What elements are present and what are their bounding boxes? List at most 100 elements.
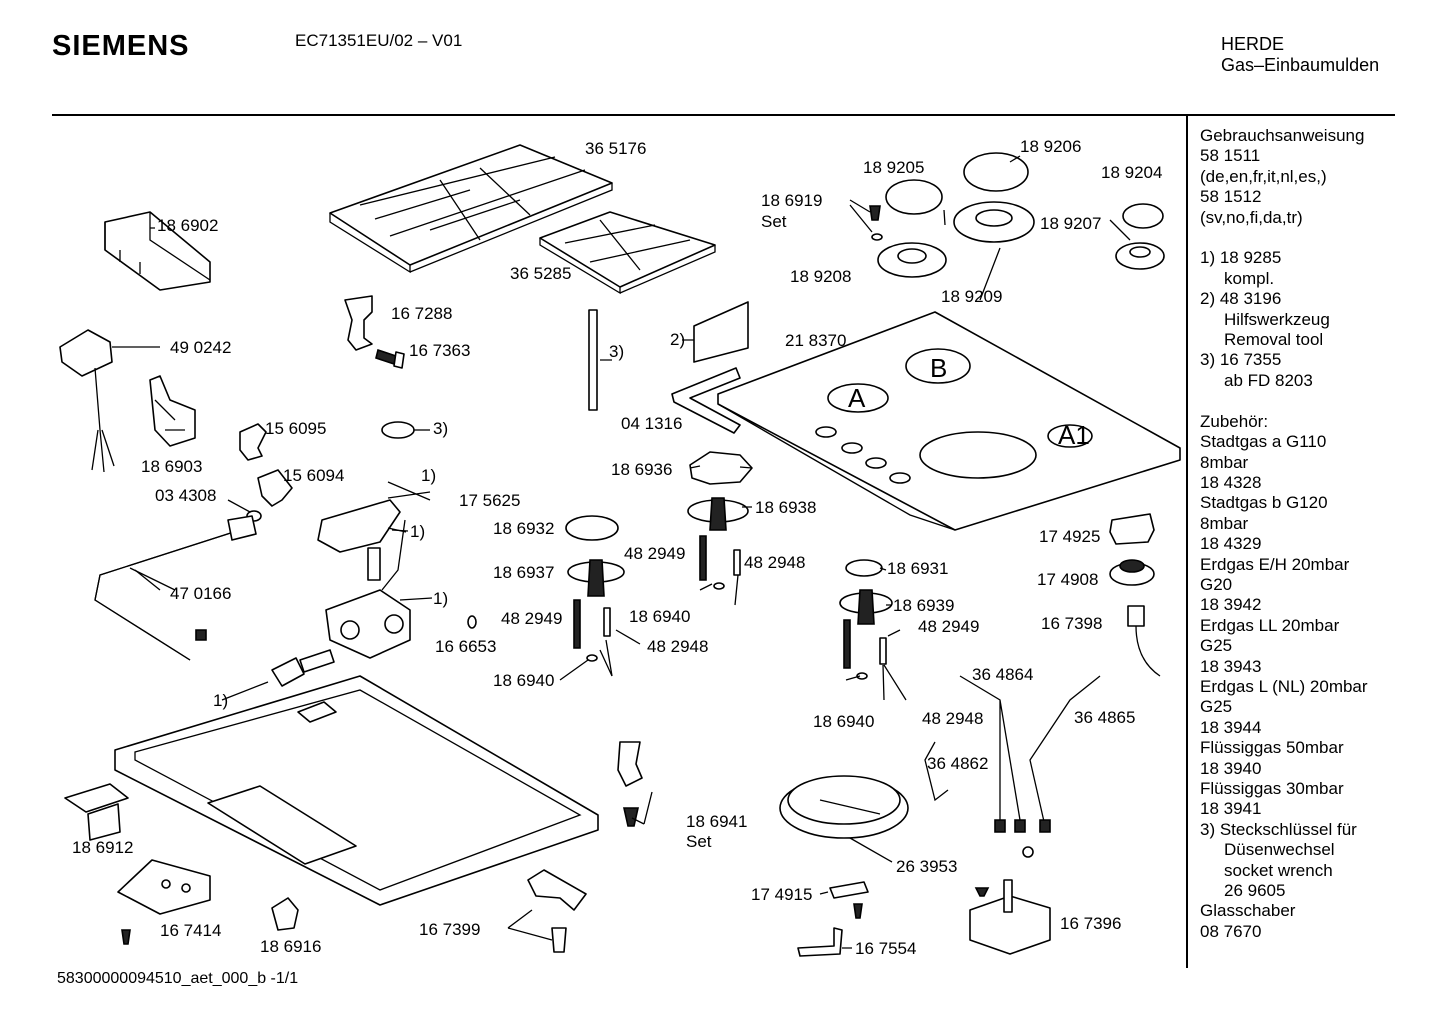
part-label-p189206: 18 9206 (1020, 137, 1081, 156)
sidebar-line: Erdgas E/H 20mbar (1200, 554, 1350, 574)
base-tray (114, 675, 599, 906)
part-label-p189209: 18 9209 (941, 287, 1002, 306)
gas-pipe (94, 515, 257, 661)
part-label-p482948a: 48 2948 (744, 553, 805, 572)
sidebar-line: ab FD 8203 (1224, 370, 1313, 390)
pan-support-large (329, 144, 613, 274)
edge-strip (671, 367, 741, 434)
clip-186916 (271, 897, 299, 931)
part-label-p186939: 18 6939 (893, 596, 954, 615)
bracket-174915 (829, 881, 869, 919)
part-label-p218370: 21 8370 (785, 331, 846, 350)
part-label-p167363: 16 7363 (409, 341, 470, 360)
part-label-p189205: 18 9205 (863, 158, 924, 177)
sidebar-line: 18 3940 (1200, 758, 1262, 778)
part-label-p034308: 03 4308 (155, 486, 216, 505)
nozzle-fitting (271, 649, 335, 687)
screw (375, 348, 405, 369)
ignition-electrodes (573, 535, 887, 701)
part-label-p1c: 1) (433, 589, 448, 608)
part-label-p186937: 18 6937 (493, 563, 554, 582)
rod (588, 309, 598, 411)
mounting-bracket-167414 (117, 859, 211, 945)
part-label-p167288: 16 7288 (391, 304, 452, 323)
sidebar-line: 2) 48 3196 (1200, 289, 1282, 309)
sidebar-line: Erdgas L (NL) 20mbar (1200, 676, 1368, 696)
burner-assembly-2 (687, 497, 749, 531)
part-label-pset2: Set (686, 832, 712, 851)
ignition-cables (924, 675, 1101, 833)
sidebar-line: 58 1512 (1200, 187, 1262, 207)
part-label-p263953: 26 3953 (896, 857, 957, 876)
sidebar-line: 18 3942 (1200, 595, 1262, 615)
burner-assembly-1 (567, 559, 625, 597)
part-label-p186940a: 18 6940 (629, 607, 690, 626)
part-label-p041316: 04 1316 (621, 414, 682, 433)
part-label-p2: 2) (670, 330, 685, 349)
cap (381, 421, 430, 439)
elbow-fitting-1 (239, 423, 267, 461)
mounting-bracket-186912 (64, 783, 129, 841)
brand-logo: SIEMENS (52, 30, 190, 62)
control-bracket (104, 211, 211, 291)
sidebar-line: 8mbar (1200, 452, 1249, 472)
sidebar-line: G20 (1200, 574, 1233, 594)
sidebar-line: Stadtgas b G120 (1200, 493, 1328, 513)
sidebar-line: Düsenwechsel (1224, 840, 1335, 860)
burner-assembly-3 (839, 589, 893, 625)
part-label-p3a: 3) (433, 419, 448, 438)
burner-letter-burnerA: A (848, 383, 866, 413)
part-label-p186919: 18 6919 (761, 191, 822, 210)
part-label-p174915: 17 4915 (751, 885, 812, 904)
part-label-p186941: 18 6941 (686, 812, 747, 831)
part-label-p186912: 18 6912 (72, 838, 133, 857)
sidebar-line: 18 4328 (1200, 472, 1262, 492)
part-label-p482949a: 48 2949 (624, 544, 685, 563)
sidebar-divider (1186, 116, 1188, 968)
sidebar-line: socket wrench (1224, 860, 1333, 880)
spring-clip (527, 869, 587, 953)
sidebar-line: G25 (1200, 697, 1233, 717)
pan-support-small (539, 211, 716, 295)
sidebar-line: kompl. (1224, 268, 1275, 288)
cooktop-plate (717, 311, 1181, 531)
part-label-p167396: 16 7396 (1060, 914, 1121, 933)
clip (344, 295, 373, 351)
sidebar-line: Glasschaber (1200, 901, 1296, 921)
product-category: HERDE Gas–Einbaumulden (1221, 34, 1379, 76)
part-label-pset1: Set (761, 212, 787, 231)
sidebar-line: Flüssiggas 30mbar (1200, 779, 1344, 798)
sidebar-line: 8mbar (1200, 513, 1249, 533)
sidebar-line: 3) 16 7355 (1200, 350, 1282, 370)
sidebar-line: Hilfswerkzeug (1224, 309, 1330, 329)
sidebar-line: 1) 18 9285 (1200, 248, 1282, 268)
sidebar-line: 18 3944 (1200, 717, 1262, 737)
part-label-p470166: 47 0166 (170, 584, 231, 603)
sidebar-line: 08 7670 (1200, 921, 1262, 941)
part-label-p186936: 18 6936 (611, 460, 672, 479)
part-label-p189207: 18 9207 (1040, 214, 1101, 233)
part-label-p186940b: 18 6940 (493, 671, 554, 690)
sidebar-line: 18 4329 (1200, 534, 1262, 554)
ignition-box (969, 879, 1051, 955)
part-label-p167399: 16 7399 (419, 920, 480, 939)
part-label-p365285: 36 5285 (510, 264, 571, 283)
sidebar-line: 18 3943 (1200, 656, 1262, 676)
removal-tool (693, 301, 749, 363)
clip-167554 (797, 927, 843, 957)
thermocouple (1127, 605, 1161, 677)
part-label-p186940c: 18 6940 (813, 712, 874, 731)
part-label-p364865: 36 4865 (1074, 708, 1135, 727)
part-label-p482948c: 48 2948 (922, 709, 983, 728)
screw-set (849, 199, 883, 241)
part-label-p482949b: 48 2949 (501, 609, 562, 628)
sidebar-line: 18 3941 (1200, 799, 1262, 819)
part-label-p167414: 16 7414 (160, 921, 221, 940)
part-label-p1a: 1) (421, 466, 436, 485)
control-knob (1109, 513, 1155, 545)
sidebar-line: 58 1511 (1200, 146, 1261, 166)
part-label-p189208: 18 9208 (790, 267, 851, 286)
o-ring (467, 615, 477, 629)
